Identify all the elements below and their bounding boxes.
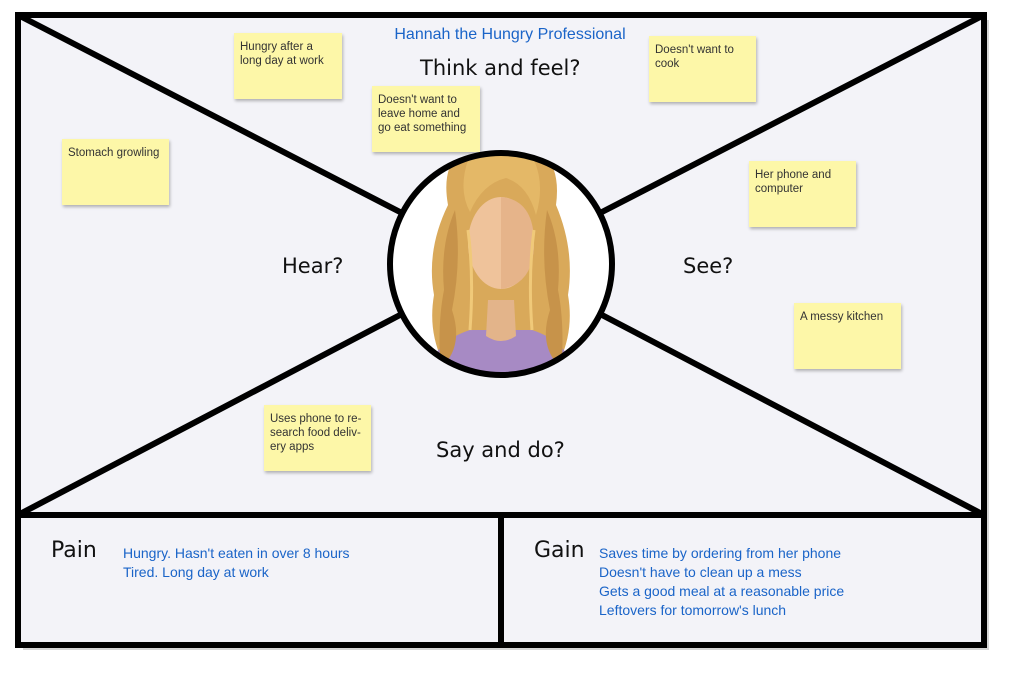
pain-item: Hungry. Hasn't eaten in over 8 hours (123, 545, 350, 561)
quadrant-label-say: Say and do? (436, 438, 565, 462)
diagonal-top-left (16, 12, 402, 215)
pain-item: Tired. Long day at work (123, 564, 269, 580)
diagonal-bottom-right (600, 312, 986, 518)
woman-avatar-icon (387, 150, 615, 378)
sticky-note-see-1[interactable]: Her phone and computer (749, 161, 856, 227)
pain-title: Pain (51, 538, 97, 563)
sticky-note-see-2[interactable]: A messy kitchen (794, 303, 901, 369)
sticky-note-say-1[interactable]: Uses phone to re-search food deliv-ery a… (264, 405, 371, 471)
diagonal-bottom-left (16, 312, 402, 518)
gain-item: Leftovers for tomorrow's lunch (599, 602, 787, 618)
gain-item: Saves time by ordering from her phone (599, 545, 842, 561)
sticky-note-hear-1[interactable]: Stomach growling (62, 139, 169, 205)
gain-item: Gets a good meal at a reasonable price (599, 583, 845, 599)
quadrant-label-see: See? (683, 254, 734, 278)
persona-name: Hannah the Hungry Professional (394, 26, 626, 43)
diagonal-top-right (600, 12, 986, 215)
sticky-note-think-3[interactable]: Doesn't want to cook (649, 36, 756, 102)
quadrant-label-think: Think and feel? (420, 56, 581, 80)
sticky-note-think-1[interactable]: Hungry after a long day at work (234, 33, 342, 99)
gain-list: Saves time by ordering from her phone Do… (599, 544, 844, 620)
quadrant-label-hear: Hear? (282, 254, 344, 278)
gain-title: Gain (534, 538, 585, 563)
gain-item: Doesn't have to clean up a mess (599, 564, 802, 580)
pain-list: Hungry. Hasn't eaten in over 8 hours Tir… (123, 544, 350, 582)
sticky-note-think-2[interactable]: Doesn't want to leave home and go eat so… (372, 86, 480, 152)
